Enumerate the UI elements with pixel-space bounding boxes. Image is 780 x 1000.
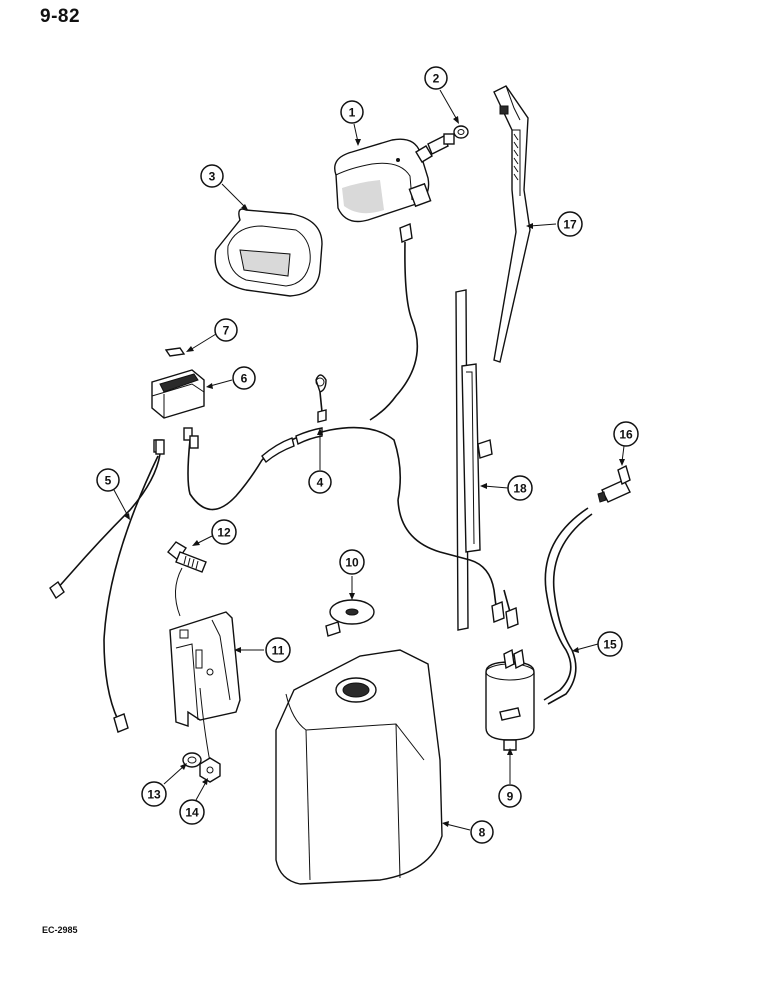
nut-part-14	[199, 757, 221, 783]
callout-6-label: 6	[241, 372, 248, 386]
callout-8: 8	[470, 820, 494, 844]
callout-15-label: 15	[603, 638, 617, 652]
callout-4-label: 4	[317, 476, 324, 490]
callout-9: 9	[498, 784, 522, 808]
callout-12: 12	[211, 519, 237, 545]
motor-bezel	[214, 208, 323, 297]
callout-10-label: 10	[345, 556, 359, 570]
callout-17-label: 17	[563, 218, 577, 232]
washer-part-13	[182, 752, 202, 768]
callout-5-label: 5	[105, 474, 112, 488]
callout-14: 14	[179, 799, 205, 825]
callout-3-label: 3	[209, 170, 216, 184]
callout-18-label: 18	[513, 482, 527, 496]
lead-wire	[49, 439, 165, 733]
callout-14-label: 14	[185, 806, 199, 820]
callout-18: 18	[507, 475, 533, 501]
figure-code: EC-2985	[42, 925, 78, 935]
washer-reservoir	[275, 649, 443, 885]
leader-lines	[113, 89, 625, 831]
callout-16: 16	[613, 421, 639, 447]
callout-4: 4	[308, 470, 332, 494]
callout-11-label: 11	[272, 644, 285, 658]
callout-16-label: 16	[619, 428, 633, 442]
washer-hose	[543, 507, 593, 705]
washer-part-2	[453, 125, 469, 139]
callout-7: 7	[214, 318, 238, 342]
callout-8-label: 8	[479, 826, 486, 840]
callout-7-label: 7	[223, 324, 230, 338]
callout-2-label: 2	[433, 72, 440, 86]
callout-10: 10	[339, 549, 365, 575]
callout-13-label: 13	[147, 788, 161, 802]
callout-3: 3	[200, 164, 224, 188]
washer-pump	[485, 648, 535, 751]
callout-1-label: 1	[349, 106, 356, 120]
rocker-switch	[151, 369, 205, 419]
callout-6: 6	[232, 366, 256, 390]
wiper-arm	[493, 85, 531, 363]
callout-12-label: 12	[217, 526, 231, 540]
hose-connector	[597, 464, 631, 503]
callout-11: 11	[265, 637, 291, 663]
mounting-bracket	[169, 611, 241, 763]
wiper-blade	[455, 289, 493, 631]
callout-17: 17	[557, 211, 583, 237]
switch-cap	[164, 347, 186, 357]
callout-15: 15	[597, 631, 623, 657]
callout-2: 2	[424, 66, 448, 90]
callout-5: 5	[96, 468, 120, 492]
wiper-motor	[334, 133, 455, 421]
page-number: 9-82	[40, 6, 81, 27]
pump-grommet	[325, 599, 375, 637]
callout-1: 1	[340, 100, 364, 124]
callout-9-label: 9	[507, 790, 514, 804]
callout-13: 13	[141, 781, 167, 807]
bolt	[167, 541, 207, 617]
